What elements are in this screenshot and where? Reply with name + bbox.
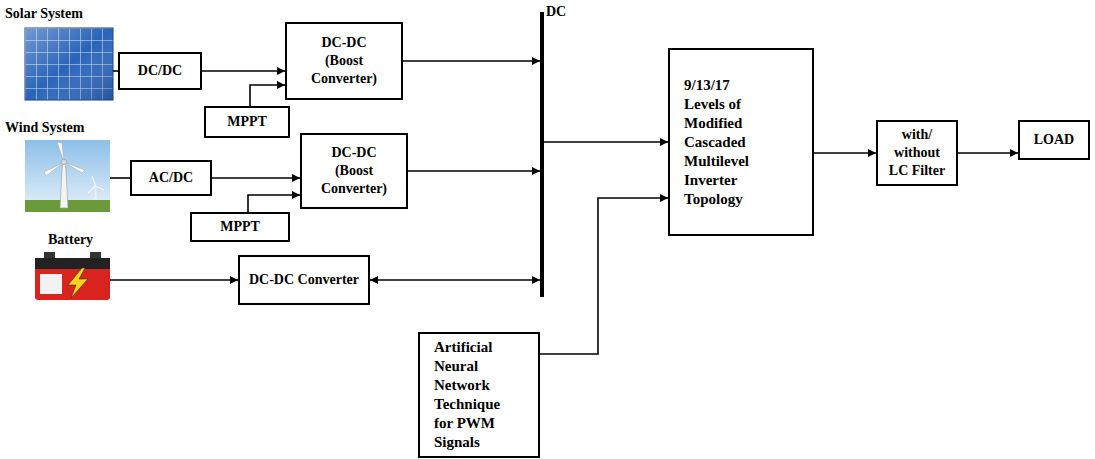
process-box: AC/DC: [130, 160, 212, 196]
process-box: DC-DC (Boost Converter): [285, 22, 403, 100]
node-heading: Battery: [48, 231, 93, 249]
box-label: MPPT: [227, 113, 267, 131]
process-box: MPPT: [204, 106, 290, 138]
box-label: DC-DC (Boost Converter): [314, 144, 394, 198]
connector-arrow: [370, 279, 540, 281]
box-label: DC-DC Converter: [249, 271, 359, 289]
process-box: MPPT: [190, 212, 290, 242]
dc-bus: DC: [540, 12, 544, 297]
solar-panel: [25, 28, 113, 100]
box-label: 9/13/17 Levels of Modified Cascaded Mult…: [684, 76, 766, 209]
connector-arrow: [110, 177, 130, 179]
box-label: LOAD: [1034, 131, 1074, 149]
battery-picture: [35, 252, 110, 300]
box-label: DC-DC (Boost Converter): [304, 34, 384, 88]
process-box: LOAD: [1018, 120, 1090, 160]
source-picture: Battery: [35, 252, 110, 300]
process-box: DC-DC Converter: [238, 255, 370, 305]
connector-arrow: [544, 141, 668, 143]
connector-arrow: [403, 60, 540, 62]
process-box: 9/13/17 Levels of Modified Cascaded Mult…: [668, 48, 814, 236]
node-heading: Solar System: [5, 5, 83, 23]
connector-arrow: [250, 85, 285, 106]
node-heading: DC: [546, 3, 566, 21]
connector-arrow: [814, 152, 876, 154]
box-label: with/ without LC Filter: [884, 126, 950, 180]
connector-arrow: [958, 152, 1018, 154]
box-label: MPPT: [220, 218, 260, 236]
process-box: with/ without LC Filter: [876, 120, 958, 186]
connector-arrow: [212, 177, 300, 179]
connector-arrow: [540, 198, 668, 354]
process-box: DC/DC: [118, 52, 202, 90]
box-label: AC/DC: [149, 169, 193, 187]
wind-turbine: [25, 140, 110, 212]
connector-arrow: [408, 170, 540, 172]
box-label: Artificial Neural Network Technique for …: [434, 338, 516, 452]
box-label: DC/DC: [138, 62, 182, 80]
connector-arrow: [110, 279, 238, 281]
source-picture: Wind System: [25, 140, 110, 212]
node-heading: Wind System: [5, 119, 84, 137]
connector-arrow: [248, 195, 300, 212]
process-box: Artificial Neural Network Technique for …: [418, 332, 540, 458]
connector-arrow: [202, 70, 285, 72]
source-picture: Solar System: [25, 28, 113, 100]
process-box: DC-DC (Boost Converter): [300, 133, 408, 209]
